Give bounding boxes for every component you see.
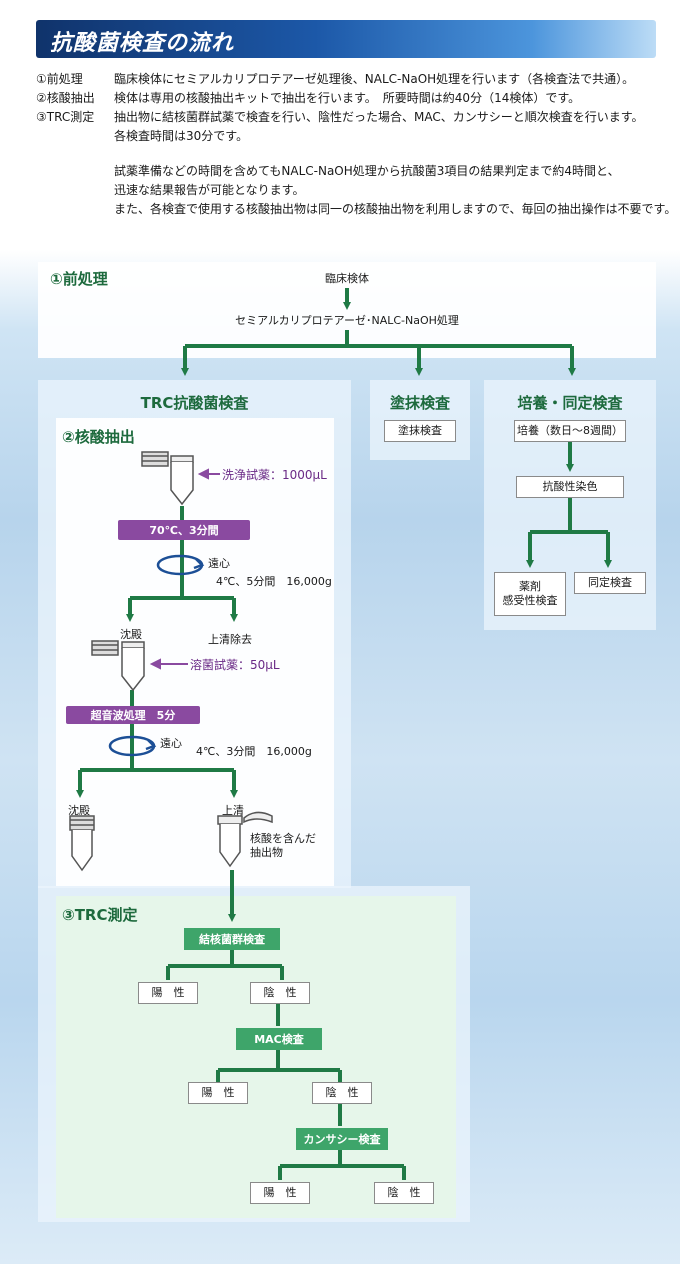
identification-box: 同定検査 — [574, 572, 646, 594]
result-positive-3: 陽 性 — [250, 1182, 310, 1204]
result-positive-1: 陽 性 — [138, 982, 198, 1004]
measure-title: ③TRC測定 — [62, 906, 138, 924]
intro-row-2: ②核酸抽出 — [36, 91, 95, 105]
centrifuge-icon — [108, 554, 205, 757]
result-negative-3: 陰 性 — [374, 1182, 434, 1204]
heat-step-box: 70℃、3分間 — [118, 520, 250, 540]
drug-susceptibility-box: 薬剤 感受性検査 — [494, 572, 566, 616]
smear-test-box: 塗抹検査 — [384, 420, 456, 442]
intro-note-2: 迅速な結果報告が可能となります。 — [114, 183, 305, 197]
supernatant-removed-label: 上清除去 — [208, 633, 252, 646]
extract-label-1: 核酸を含んだ — [250, 832, 316, 845]
acid-fast-stain-box: 抗酸性染色 — [516, 476, 624, 498]
centrifuge-2-condition: 4℃、3分間 16,000g — [196, 745, 312, 758]
intro-row-1: ①前処理 — [36, 72, 83, 86]
intro-text-4: 各検査時間は30分です。 — [114, 129, 249, 143]
wash-reagent-label: 洗浄試薬：1000μL — [222, 468, 327, 482]
trc-title: TRC抗酸菌検査 — [140, 394, 249, 412]
extract-label-2: 抽出物 — [250, 846, 283, 859]
intro-text-3: 抽出物に結核菌群試薬で検査を行い、陰性だった場合、MAC、カンサシーと順次検査を… — [114, 110, 644, 124]
clinical-specimen-label: 臨床検体 — [325, 272, 369, 285]
precipitate-1-label: 沈殿 — [120, 628, 142, 641]
kansasii-test-box: カンサシー検査 — [296, 1128, 388, 1150]
precipitate-2-label: 沈殿 — [68, 804, 90, 817]
smear-title: 塗抹検査 — [389, 394, 450, 412]
intro-text-2: 検体は専用の核酸抽出キットで抽出を行います。 所要時間は約40分（14検体）です… — [114, 91, 581, 105]
intro-row-3: ③TRC測定 — [36, 110, 95, 124]
mac-test-box: MAC検査 — [236, 1028, 322, 1050]
extraction-title: ②核酸抽出 — [62, 428, 135, 446]
supernatant-label: 上清 — [222, 804, 244, 817]
lysis-reagent-label: 溶菌試薬：50μL — [190, 658, 280, 672]
intro-note-1: 試薬準備などの時間を含めてもNALC-NaOH処理から抗酸菌3項目の結果判定まで… — [114, 164, 620, 178]
sonication-step-box: 超音波処理 5分 — [66, 706, 200, 724]
centrifuge-1-condition: 4℃、5分間 16,000g — [216, 575, 332, 588]
culture-box: 培養（数日～8週間） — [514, 420, 626, 442]
result-negative-1: 陰 性 — [250, 982, 310, 1004]
intro-text-1: 臨床検体にセミアルカリプロテアーゼ処理後、NALC-NaOH処理を行います（各検… — [114, 72, 635, 86]
result-negative-2: 陰 性 — [312, 1082, 372, 1104]
pretreatment-process-label: セミアルカリプロテアーゼ･NALC-NaOH処理 — [235, 314, 459, 327]
centrifuge-2-label: 遠心 — [160, 737, 182, 750]
centrifuge-1-label: 遠心 — [208, 557, 230, 570]
pretreatment-title: ①前処理 — [50, 270, 108, 288]
result-positive-2: 陽 性 — [188, 1082, 248, 1104]
page-header: 抗酸菌検査の流れ — [36, 20, 656, 58]
page-title: 抗酸菌検査の流れ — [50, 31, 235, 56]
tb-complex-test-box: 結核菌群検査 — [184, 928, 280, 950]
intro-note-3: また、各検査で使用する核酸抽出物は同一の核酸抽出物を利用しますので、毎回の抽出操… — [114, 202, 677, 216]
culture-title: 培養・同定検査 — [517, 394, 623, 412]
